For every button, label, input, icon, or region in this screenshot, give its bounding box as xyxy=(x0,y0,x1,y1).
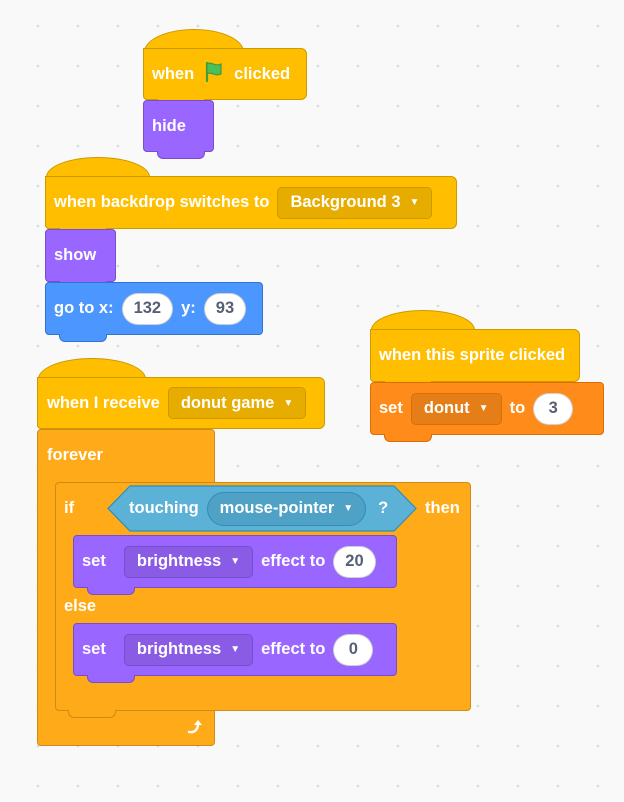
set-effect-label-2: set xyxy=(82,640,106,658)
variable-name: donut xyxy=(423,399,470,417)
forever-label: forever xyxy=(47,446,103,464)
message-name: donut game xyxy=(180,393,275,412)
when-i-receive-block[interactable]: when I receive donut game ▼ xyxy=(37,377,325,429)
touching-condition[interactable]: touching mouse-pointer ▼ ? xyxy=(107,485,417,532)
gap xyxy=(397,536,470,587)
block-notch xyxy=(87,587,135,595)
set-variable-block[interactable]: set donut ▼ to 3 xyxy=(370,382,604,435)
y-input[interactable]: 93 xyxy=(203,292,247,325)
when-label: when xyxy=(152,64,195,83)
if-label: if xyxy=(64,499,75,517)
then-label: then xyxy=(425,499,460,517)
effect-dropdown-1[interactable]: brightness ▼ xyxy=(123,545,254,578)
c-arm xyxy=(56,535,73,589)
block-notch xyxy=(87,675,135,683)
backdrop-dropdown[interactable]: Background 3 ▼ xyxy=(277,186,433,219)
effect-to-label-1: effect to xyxy=(261,552,326,570)
block-notch xyxy=(384,434,432,442)
message-dropdown[interactable]: donut game ▼ xyxy=(167,387,307,419)
touching-content: touching mouse-pointer ▼ ? xyxy=(129,485,388,532)
caret-down-icon: ▼ xyxy=(409,197,420,208)
block-notch xyxy=(68,710,116,718)
caret-down-icon: ▼ xyxy=(283,397,294,409)
touching-target-dropdown[interactable]: mouse-pointer ▼ xyxy=(206,491,367,526)
show-label: show xyxy=(54,246,97,264)
when-flag-clicked-block[interactable]: when clicked xyxy=(143,48,307,100)
set-effect-label-1: set xyxy=(82,552,106,570)
variable-dropdown[interactable]: donut ▼ xyxy=(410,392,502,425)
touching-target: mouse-pointer xyxy=(219,499,335,517)
when-backdrop-switches-block[interactable]: when backdrop switches to Background 3 ▼ xyxy=(45,176,457,229)
caret-down-icon: ▼ xyxy=(478,403,489,414)
sprite-clicked-label: when this sprite clicked xyxy=(379,346,566,364)
question-label: ? xyxy=(378,499,389,517)
backdrop-hat-label: when backdrop switches to xyxy=(54,193,270,211)
effect-to-label-2: effect to xyxy=(261,640,326,658)
go-to-xy-block[interactable]: go to x: 132 y: 93 xyxy=(45,282,263,335)
effect-name-1: brightness xyxy=(136,552,222,570)
backdrop-value: Background 3 xyxy=(290,193,401,211)
go-to-label: go to x: xyxy=(54,299,114,317)
hide-label: hide xyxy=(152,116,186,135)
x-input[interactable]: 132 xyxy=(121,292,174,325)
effect-value-input-1[interactable]: 20 xyxy=(333,545,376,578)
caret-down-icon: ▼ xyxy=(230,556,241,567)
caret-down-icon: ▼ xyxy=(343,503,354,514)
clicked-label: clicked xyxy=(234,64,291,83)
when-sprite-clicked-block[interactable]: when this sprite clicked xyxy=(370,329,580,382)
effect-dropdown-2[interactable]: brightness ▼ xyxy=(123,633,254,666)
set-effect-block-2[interactable]: set brightness ▼ effect to 0 xyxy=(73,623,397,676)
effect-value-input-2[interactable]: 0 xyxy=(333,633,374,666)
to-label: to xyxy=(509,399,526,417)
block-notch xyxy=(157,151,205,159)
hide-block[interactable]: hide xyxy=(143,100,214,152)
green-flag-icon xyxy=(202,60,226,89)
effect-name-2: brightness xyxy=(136,640,222,658)
else-label: else xyxy=(64,597,97,615)
touching-label: touching xyxy=(129,499,199,517)
variable-value-input[interactable]: 3 xyxy=(533,392,574,425)
loop-arrow-icon xyxy=(184,717,204,742)
set-effect-block-1[interactable]: set brightness ▼ effect to 20 xyxy=(73,535,397,588)
set-var-label: set xyxy=(379,399,403,417)
y-label: y: xyxy=(181,299,196,317)
receive-label: when I receive xyxy=(47,393,160,412)
caret-down-icon: ▼ xyxy=(230,644,241,655)
show-block[interactable]: show xyxy=(45,229,116,282)
block-notch xyxy=(59,334,107,342)
